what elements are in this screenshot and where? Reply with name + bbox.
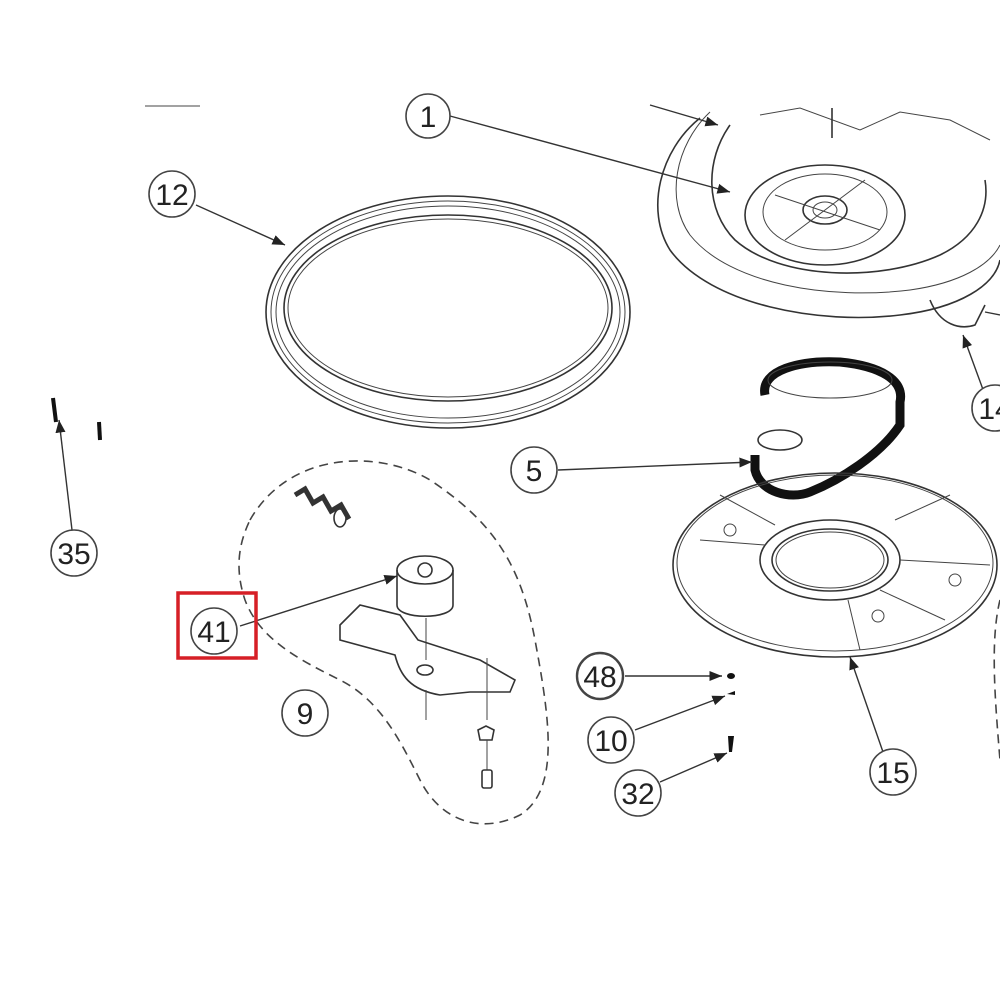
ring-gasket [265, 195, 631, 429]
svg-text:12: 12 [155, 179, 188, 212]
screw [728, 736, 734, 752]
tensioner-assembly-boundary [238, 460, 549, 825]
small-hardware [727, 673, 735, 752]
svg-text:10: 10 [594, 725, 627, 758]
washer [727, 691, 735, 695]
callout-32: 32 [614, 769, 662, 817]
callout-35: 35 [50, 529, 98, 577]
svg-text:48: 48 [583, 661, 616, 694]
svg-text:14: 14 [978, 393, 1000, 426]
svg-text:1: 1 [420, 101, 437, 134]
tensioner-assembly [293, 485, 517, 789]
base-plate [672, 472, 998, 658]
callout-48: 48 [575, 651, 625, 701]
callout-1: 1 [405, 93, 451, 139]
svg-text:9: 9 [297, 698, 314, 731]
callout-41: 41 [190, 607, 238, 655]
svg-text:15: 15 [876, 757, 909, 790]
screws [51, 397, 102, 441]
tensioner-pulley [396, 555, 454, 660]
drive-belt [750, 357, 906, 500]
svg-text:32: 32 [621, 778, 654, 811]
svg-text:5: 5 [526, 455, 543, 488]
base-housing [657, 107, 1000, 328]
callout-10: 10 [587, 716, 635, 764]
tensioner-arm [339, 604, 517, 720]
bolt [477, 725, 495, 789]
callout-14: 14 [971, 384, 1000, 432]
spring [293, 485, 352, 528]
callout-9: 9 [281, 689, 329, 737]
callout-5: 5 [510, 446, 558, 494]
nut [727, 673, 735, 679]
dashed-boundary-fragment [993, 599, 1000, 761]
highlight-box [176, 591, 258, 660]
callout-12: 12 [148, 170, 196, 218]
svg-text:35: 35 [57, 538, 90, 571]
callout-15: 15 [869, 748, 917, 796]
svg-text:41: 41 [197, 616, 230, 649]
